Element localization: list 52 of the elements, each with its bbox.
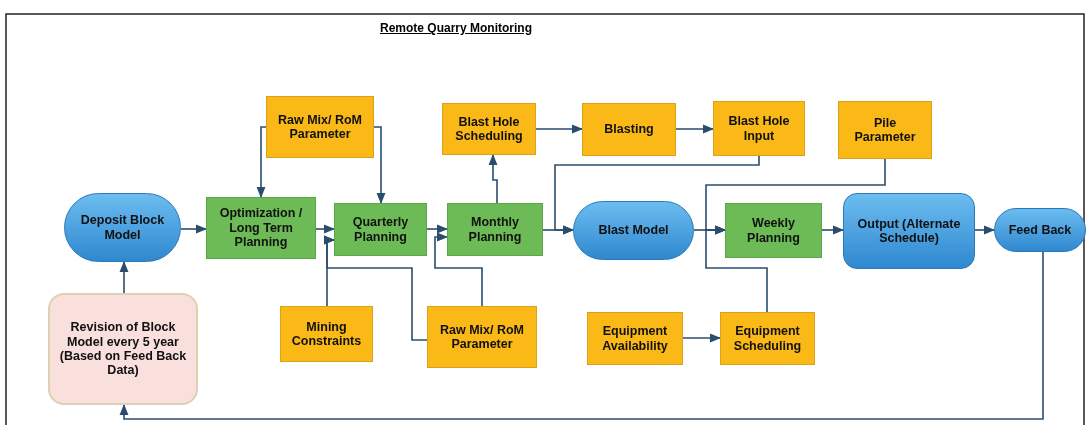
node-label: Output (Alternate Schedule) (856, 216, 962, 246)
arrow (119, 260, 129, 294)
node-label: Blast Model (598, 223, 669, 238)
arrow (373, 126, 386, 205)
arrow (974, 225, 996, 235)
node-label: Blasting (604, 122, 654, 137)
diagram-title: Remote Quarry Monitoring (380, 21, 532, 35)
node-label: Mining Constraints (290, 319, 363, 349)
arrow (256, 126, 267, 199)
input-box (442, 103, 536, 155)
arrow (180, 224, 208, 234)
node-label: Quarterly Planning (351, 215, 410, 244)
node-label: Raw Mix/ RoM Parameter (438, 322, 525, 352)
output-box (843, 193, 975, 269)
node-label: Optimization / Long Term Planning (218, 206, 304, 250)
node-label: Raw Mix/ RoM Parameter (276, 112, 363, 142)
input-box (280, 306, 373, 362)
arrow (323, 235, 428, 341)
arrow (434, 232, 483, 307)
input-box (587, 312, 683, 365)
node-label: Blast Hole Scheduling (454, 114, 524, 144)
terminal-shape (994, 208, 1086, 252)
revision-box (48, 293, 198, 405)
process-box (720, 312, 815, 365)
node-label: Revision of Block Model every 5 year (Based on Feed Back Data) (58, 320, 188, 378)
process-box (725, 203, 822, 258)
process-box (582, 103, 676, 156)
node-label: Monthly Planning (467, 215, 523, 244)
node-label: Deposit Block Model (79, 213, 166, 242)
arrow (542, 225, 575, 235)
arrow (315, 224, 336, 234)
arrow (821, 225, 845, 235)
arrow (488, 153, 498, 204)
process-box (334, 203, 427, 256)
input-box (427, 306, 537, 368)
arrow (682, 333, 722, 343)
input-box (838, 101, 932, 159)
arrow (705, 225, 768, 313)
node-label: Equipment Availability (601, 324, 669, 353)
input-box (713, 101, 805, 156)
process-box (447, 203, 543, 256)
arrow (119, 251, 1044, 420)
node-label: Blast Hole Input (727, 114, 791, 143)
arrow (675, 124, 715, 134)
arrow (426, 224, 449, 234)
node-label: Weekly Planning (746, 216, 801, 245)
process-box (206, 197, 316, 259)
node-label: Pile Parameter (853, 115, 917, 145)
input-box (266, 96, 374, 158)
arrow (535, 124, 584, 134)
node-label: Equipment Scheduling (732, 324, 803, 353)
node-label: Feed Back (1008, 222, 1072, 238)
